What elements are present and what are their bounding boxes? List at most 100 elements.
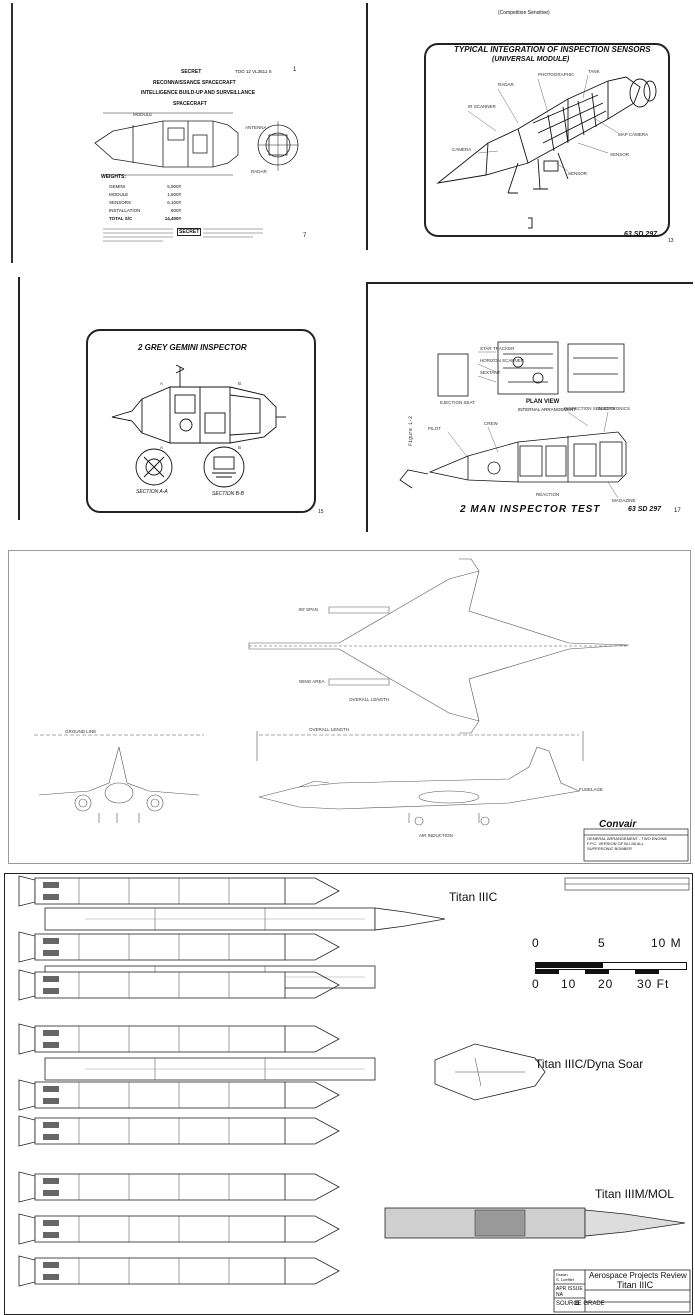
sheet4-page-number: 17 xyxy=(674,508,681,514)
svg-text:WING AREA: WING AREA xyxy=(299,679,325,684)
svg-text:Figure 1-2: Figure 1-2 xyxy=(408,416,414,446)
weight-value: .800# xyxy=(169,208,181,213)
svg-text:SENSOR: SENSOR xyxy=(610,152,630,157)
sheet2-title-line2: (UNIVERSAL MODULE) xyxy=(492,56,570,63)
convair-logo-text: Convair xyxy=(599,819,637,830)
sheet-titan-comparison: Titan IIIC Titan IIIC/Dyna Soar Titan II… xyxy=(4,873,693,1315)
drawn-label: Drawn xyxy=(556,1272,568,1277)
titan-iiic-dyna-soar-label: Titan IIIC/Dyna Soar xyxy=(535,1057,644,1071)
integration-module-drawing: IR SCANNER RADAR PHOTOGRAPHIC TANK MAP C… xyxy=(436,69,657,229)
sheet1-page-mark: 1 xyxy=(293,67,297,73)
svg-text:MODULE: MODULE xyxy=(133,112,152,117)
sheet4-title: 2 MAN INSPECTOR TEST xyxy=(460,504,601,515)
title-block-subject: Titan IIIC xyxy=(617,1280,654,1290)
weights-row: SENSORS 6,100# xyxy=(109,199,181,207)
sheet2-title-line1: TYPICAL INTEGRATION OF INSPECTION SENSOR… xyxy=(454,45,651,54)
weight-value: 1,600# xyxy=(167,192,181,197)
titan-iiim-mol-label: Titan IIIM/MOL xyxy=(595,1187,674,1201)
scale-m-0: 0 xyxy=(532,936,540,950)
svg-text:MAP CAMERA: MAP CAMERA xyxy=(618,132,648,137)
sheet3-title: 2 GREY GEMINI INSPECTOR xyxy=(138,343,247,352)
weight-value: 6,100# xyxy=(167,200,181,205)
svg-text:ANTENNA: ANTENNA xyxy=(245,125,267,130)
title-block-line: F.P.C. VERSION OF B/J-58 ALL xyxy=(587,841,644,846)
svg-text:AIR INDUCTION: AIR INDUCTION xyxy=(419,833,453,838)
sheet-reconnaissance-spacecraft: SECRET TOO 12 VL3511 S 1 RECONNAISSANCE … xyxy=(11,3,344,263)
weight-value: 14,400# xyxy=(164,216,181,221)
inspector-plan-drawing: STAR TRACKER HORIZON SCANNER SEXTANT EJE… xyxy=(399,341,636,503)
weights-row-total: TOTAL S/C 14,400# xyxy=(109,215,181,223)
title-block-name: Aerospace Projects Review xyxy=(589,1271,687,1280)
weight-item: MODULE xyxy=(109,192,129,197)
weights-row: GEMINI 5,900# xyxy=(109,183,181,191)
apr-issue-label: APR ISSUE xyxy=(556,1286,583,1292)
sheet3-page-number: 15 xyxy=(318,509,324,515)
svg-text:SENSOR: SENSOR xyxy=(568,171,588,176)
svg-text:A: A xyxy=(160,445,163,450)
weight-item: GEMINI xyxy=(109,184,126,189)
svg-text:INSPECTION SENSORS: INSPECTION SENSORS xyxy=(564,406,615,411)
sheet2-page-number: 13 xyxy=(668,238,674,244)
svg-text:FUSELAGE: FUSELAGE xyxy=(579,787,603,792)
svg-text:TANK: TANK xyxy=(588,69,600,74)
sheet-convair-bomber: 80' SPAN WING AREA OVERALL LENGTH GROUND… xyxy=(8,550,691,864)
svg-text:A: A xyxy=(160,381,163,386)
svg-text:CREW: CREW xyxy=(484,421,499,426)
scale-bar-segment-ft-3 xyxy=(635,970,659,974)
scale-m-10: 10 M xyxy=(651,936,682,950)
title-block-line: SUPERSONIC BOMBER xyxy=(587,846,632,851)
weight-item: SENSORS xyxy=(109,200,132,205)
svg-text:RADAR: RADAR xyxy=(251,169,268,174)
weights-row: MODULE 1,600# xyxy=(109,191,181,199)
sheet1-header-left: SECRET xyxy=(181,69,202,75)
svg-text:PILOT: PILOT xyxy=(428,426,441,431)
convair-title-block: GENERAL ARRANGEMENT - TWO ENGINE F.P.C. … xyxy=(587,836,667,851)
svg-text:MAGAZINE: MAGAZINE xyxy=(612,498,636,503)
sheet4-drawing-number: 63 SD 297 xyxy=(628,506,662,513)
scale-bar xyxy=(535,954,687,982)
weights-heading: WEIGHTS: xyxy=(101,174,126,180)
scale-ft-0: 0 xyxy=(532,977,540,991)
scale-bar-segment-metric xyxy=(535,962,603,968)
weight-item: INSTALLATION xyxy=(109,208,141,213)
source-grade-label: SOURCE GRADE xyxy=(556,1301,605,1307)
svg-text:B: B xyxy=(238,445,241,450)
weight-item: TOTAL S/C xyxy=(109,216,133,221)
scale-ft-30: 30 Ft xyxy=(637,977,670,991)
sheet1-subtitle: SPACECRAFT xyxy=(173,101,207,107)
sheet1-title-line2: INTELLIGENCE BUILD-UP AND SURVEILLANCE xyxy=(141,90,256,96)
apr-issue-value: NA xyxy=(556,1292,563,1298)
svg-text:80' SPAN: 80' SPAN xyxy=(299,607,318,612)
sheet-typical-integration: (Competition Sensitive) TYPICAL INTEGRAT… xyxy=(366,3,693,250)
svg-text:GROUND LINE: GROUND LINE xyxy=(65,729,96,734)
sheet1-title-line1: RECONNAISSANCE SPACECRAFT xyxy=(153,80,236,86)
section-a-label: SECTION A-A xyxy=(136,489,168,495)
scale-ft-20: 20 xyxy=(598,977,614,991)
titan-iiic-label: Titan IIIC xyxy=(449,890,498,904)
scale-ft-10: 10 xyxy=(561,977,577,991)
svg-text:IR SCANNER: IR SCANNER xyxy=(468,104,497,109)
sheet2-header: (Competition Sensitive) xyxy=(498,10,550,16)
sheet1-header-right: TOO 12 VL3511 S xyxy=(235,69,272,74)
sheet2-drawing-number: 63 SD 297 xyxy=(624,231,658,238)
bomber-general-arrangement: 80' SPAN WING AREA OVERALL LENGTH GROUND… xyxy=(34,558,689,862)
weight-value: 5,900# xyxy=(167,184,181,189)
svg-text:OVERALL LENGTH: OVERALL LENGTH xyxy=(349,697,389,702)
titan-launchers-drawing xyxy=(18,875,691,1313)
svg-text:CAMERA: CAMERA xyxy=(452,147,471,152)
drawn-value: S. Loeffler xyxy=(556,1277,575,1282)
svg-text:SEXTANT: SEXTANT xyxy=(480,370,501,375)
sheet3-frame xyxy=(86,329,316,513)
sheet1-stamp: SECRET xyxy=(177,228,202,236)
svg-text:PHOTOGRAPHIC: PHOTOGRAPHIC xyxy=(538,72,575,77)
sheet-two-man-inspector: STAR TRACKER HORIZON SCANNER SEXTANT EJE… xyxy=(366,282,693,532)
svg-text:STAR TRACKER: STAR TRACKER xyxy=(480,346,515,351)
spacecraft-side-drawing: ANTENNA RADAR MODULE xyxy=(94,112,299,176)
svg-text:EJECTION SEAT: EJECTION SEAT xyxy=(440,400,475,405)
svg-text:HORIZON SCANNER: HORIZON SCANNER xyxy=(480,358,525,363)
section-b-label: SECTION B-B xyxy=(212,491,244,497)
title-block-line: GENERAL ARRANGEMENT - TWO ENGINE xyxy=(587,836,668,841)
